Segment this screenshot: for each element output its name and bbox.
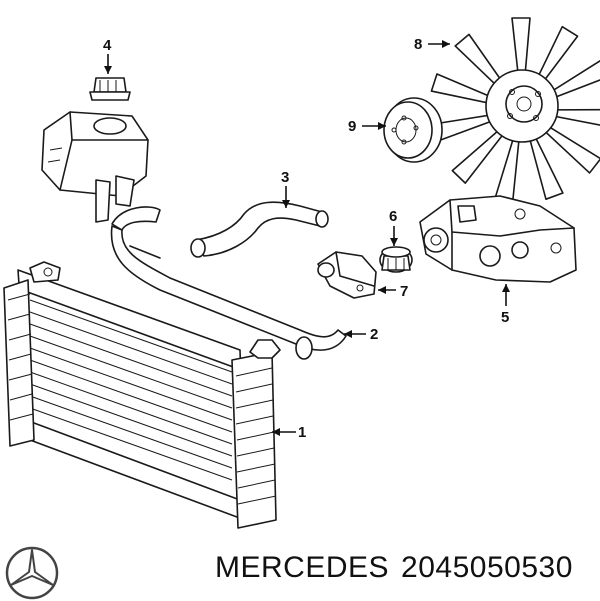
callout-3: 3	[281, 169, 289, 186]
footer-caption: MERCEDES 2045050530	[215, 551, 585, 585]
callout-6: 6	[389, 208, 397, 225]
fan	[429, 17, 600, 203]
water-pump	[419, 195, 577, 283]
callout-4: 4	[103, 37, 112, 54]
callout-1: 1	[298, 424, 306, 441]
pulley	[383, 97, 443, 163]
radiator	[3, 261, 281, 529]
callout-2: 2	[370, 326, 378, 343]
callout-arrows	[104, 40, 510, 436]
callout-7: 7	[400, 283, 408, 300]
mercedes-star-logo	[5, 546, 59, 600]
upper-hose	[190, 201, 329, 258]
callout-5: 5	[501, 309, 509, 326]
callout-8: 8	[414, 36, 422, 53]
lower-hose	[110, 206, 347, 360]
part-number: 2045050530	[401, 551, 573, 584]
thermostat	[379, 246, 413, 273]
coolant-reservoir	[41, 111, 149, 223]
reservoir-cap	[89, 77, 131, 101]
thermostat-housing	[317, 251, 377, 299]
brand-name: MERCEDES	[215, 551, 390, 584]
callout-9: 9	[348, 118, 356, 135]
